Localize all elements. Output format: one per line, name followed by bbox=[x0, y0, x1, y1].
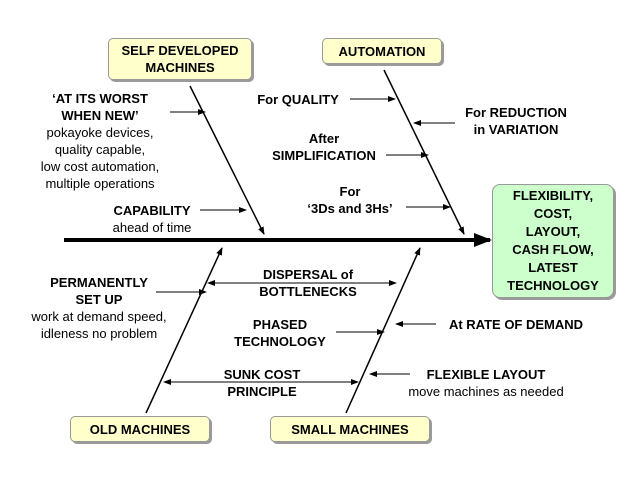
cause-dispersal: DISPERSAL of BOTTLENECKS bbox=[246, 266, 370, 300]
effect-line-2: COST, bbox=[533, 206, 573, 221]
cause-rate-of-demand-label: At RATE OF DEMAND bbox=[448, 317, 584, 332]
category-small-machines-label: SMALL MACHINES bbox=[291, 421, 409, 437]
cause-for-reduction-line2: in VARIATION bbox=[473, 122, 559, 137]
cause-for-reduction-line1: For REDUCTION bbox=[465, 105, 567, 120]
cause-flexible-layout: FLEXIBLE LAYOUT move machines as needed bbox=[394, 366, 578, 400]
category-self-developed-line1: SELF DEVELOPED bbox=[121, 43, 239, 58]
category-small-machines: SMALL MACHINES bbox=[270, 416, 430, 442]
effect-line-6: TECHNOLOGY bbox=[507, 278, 599, 293]
effect-line-1: FLEXIBILITY, bbox=[512, 188, 594, 203]
category-self-developed-machines: SELF DEVELOPED MACHINES bbox=[108, 38, 252, 80]
category-automation: AUTOMATION bbox=[322, 38, 442, 64]
cause-sunk-cost-line1: SUNK COST bbox=[223, 367, 301, 382]
cause-worst-when-new-detail-4: multiple operations bbox=[45, 176, 155, 191]
cause-sunk-cost: SUNK COST PRINCIPLE bbox=[210, 366, 314, 400]
cause-worst-when-new-detail-1: pokayoke devices, bbox=[46, 125, 154, 140]
cause-dispersal-line1: DISPERSAL of bbox=[262, 267, 354, 282]
cause-for-3ds: For ‘3Ds and 3Hs’ bbox=[294, 183, 406, 217]
cause-after-simplification: After SIMPLIFICATION bbox=[262, 130, 386, 164]
cause-after-simplification-line1: After bbox=[308, 131, 340, 146]
cause-for-reduction: For REDUCTION in VARIATION bbox=[454, 104, 578, 138]
cause-flexible-layout-title: FLEXIBLE LAYOUT bbox=[426, 367, 546, 382]
cause-flexible-layout-detail: move machines as needed bbox=[408, 384, 564, 399]
cause-worst-when-new-detail-2: quality capable, bbox=[54, 142, 146, 157]
cause-worst-when-new: ‘AT ITS WORST WHEN NEW’ pokayoke devices… bbox=[32, 90, 168, 192]
bone-old-machines bbox=[145, 247, 223, 414]
cause-rate-of-demand: At RATE OF DEMAND bbox=[436, 316, 596, 333]
cause-phased-technology-line1: PHASED bbox=[252, 317, 308, 332]
cause-worst-when-new-title-1: ‘AT ITS WORST bbox=[52, 91, 148, 106]
cause-permanently-set-up-detail-2: idleness no problem bbox=[40, 326, 158, 341]
cause-capability-detail: ahead of time bbox=[112, 220, 192, 235]
cause-after-simplification-line2: SIMPLIFICATION bbox=[272, 148, 376, 163]
cause-worst-when-new-title-2: WHEN NEW’ bbox=[61, 108, 139, 123]
cause-phased-technology-line2: TECHNOLOGY bbox=[234, 334, 326, 349]
cause-capability-title: CAPABILITY bbox=[113, 203, 191, 218]
cause-permanently-set-up-detail-1: work at demand speed, bbox=[31, 309, 167, 324]
cause-worst-when-new-detail-3: low cost automation, bbox=[40, 159, 160, 174]
category-self-developed-line2: MACHINES bbox=[145, 60, 215, 75]
effect-box: FLEXIBILITY, COST, LAYOUT, CASH FLOW, LA… bbox=[492, 184, 614, 298]
cause-for-quality: For QUALITY bbox=[248, 91, 348, 108]
cause-sunk-cost-line2: PRINCIPLE bbox=[227, 384, 297, 399]
cause-for-3ds-line2: ‘3Ds and 3Hs’ bbox=[307, 201, 393, 216]
cause-permanently-set-up-title-2: SET UP bbox=[75, 292, 123, 307]
effect-line-4: CASH FLOW, bbox=[512, 242, 594, 257]
cause-phased-technology: PHASED TECHNOLOGY bbox=[224, 316, 336, 350]
cause-permanently-set-up: PERMANENTLY SET UP work at demand speed,… bbox=[14, 274, 184, 342]
category-old-machines-label: OLD MACHINES bbox=[89, 421, 191, 437]
cause-for-quality-label: For QUALITY bbox=[257, 92, 339, 107]
cause-capability: CAPABILITY ahead of time bbox=[100, 202, 204, 236]
category-old-machines: OLD MACHINES bbox=[70, 416, 210, 442]
effect-line-5: LATEST bbox=[528, 260, 578, 275]
cause-for-3ds-line1: For bbox=[339, 184, 361, 199]
cause-permanently-set-up-title-1: PERMANENTLY bbox=[50, 275, 148, 290]
cause-dispersal-line2: BOTTLENECKS bbox=[259, 284, 357, 299]
category-automation-label: AUTOMATION bbox=[338, 43, 426, 59]
effect-line-3: LAYOUT, bbox=[525, 224, 581, 239]
